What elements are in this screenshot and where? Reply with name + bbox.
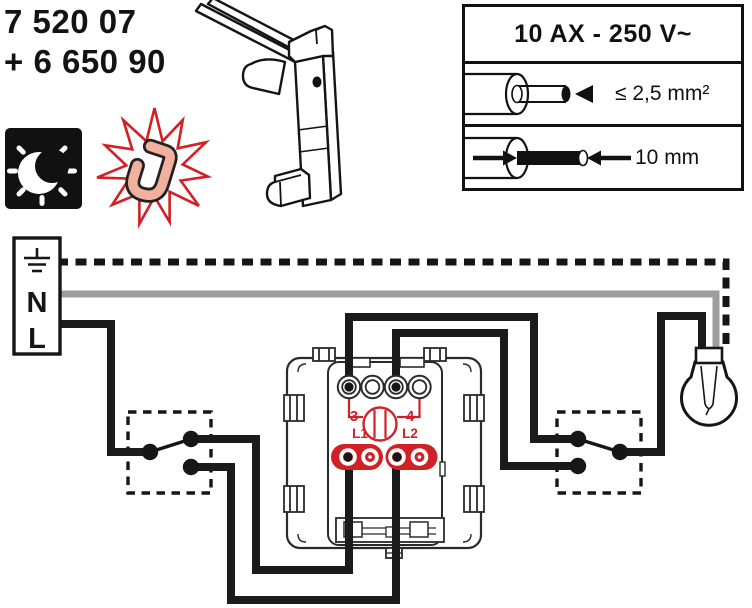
strip-length-label: 10 mm	[635, 145, 700, 169]
bulb-glass	[680, 360, 738, 427]
mechanism-plate	[327, 361, 443, 546]
claw-screw-hole	[312, 76, 322, 88]
switch2-to-lamp-wire	[622, 312, 706, 456]
rating-row: 10 AX - 250 V~	[465, 7, 741, 61]
switch1-common-contact	[141, 443, 159, 461]
live-feed-wire	[57, 320, 148, 456]
rating-label: 10 AX - 250 V~	[514, 19, 692, 48]
terminal-L1-label: L1	[352, 426, 368, 441]
terminal4-to-switch2-wire	[392, 329, 576, 470]
moon-with-rays-icon	[7, 145, 77, 206]
claw-highlight-icon	[96, 107, 213, 229]
wire-in-terminal	[391, 382, 401, 392]
two-way-switch-2	[569, 430, 629, 475]
live-label: L	[28, 323, 46, 355]
bulb-cap	[694, 346, 724, 365]
night-light-icon	[5, 128, 82, 209]
neutral-wire	[57, 290, 720, 352]
terminal3-to-switch2-wire	[345, 313, 576, 443]
wire-in-terminal	[343, 452, 353, 462]
neutral-label: N	[27, 287, 48, 319]
product-code-1: 7 520 07	[4, 3, 137, 40]
switch2-contact-up	[569, 430, 587, 448]
supply-box: N L	[12, 236, 62, 356]
live-wires	[57, 312, 706, 604]
product-code-2: + 6 650 90	[4, 42, 166, 80]
mechanism-terminals: 3 4 L1 L2	[331, 374, 438, 470]
switch1-contact-down	[182, 458, 200, 476]
switch2-common-contact	[611, 443, 629, 461]
switch1-to-L2-wire	[193, 455, 400, 604]
strip-length-icon	[465, 136, 631, 179]
conductor-size-label: ≤ 2,5 mm²	[615, 82, 710, 105]
bulb-filament	[700, 365, 718, 416]
terminal-L2-label: L2	[402, 426, 418, 441]
cable-cross-section-icon	[465, 72, 593, 116]
terminal-4-label: 4	[406, 408, 415, 425]
claw-upper-foot	[241, 58, 287, 96]
earth-wire	[57, 258, 730, 351]
switch2-contact-down	[569, 457, 587, 475]
red-terminal-blocks	[331, 444, 438, 470]
screw-head	[362, 406, 398, 442]
terminal-marking-lines	[347, 399, 421, 419]
wire-in-terminal	[392, 452, 402, 462]
spec-box: 10 AX - 250 V~ ≤ 2,5 mm²	[462, 4, 744, 191]
conductor-size-row: ≤ 2,5 mm²	[465, 61, 741, 124]
arrow-left-icon	[587, 150, 601, 165]
terminal-3-label: 3	[350, 408, 358, 425]
strip-length-row: 10 mm	[465, 124, 741, 188]
mounting-claw-illustration	[194, 0, 343, 208]
two-way-switch-1	[141, 430, 200, 476]
product-codes: 7 520 07 + 6 650 90	[4, 2, 166, 81]
lamp	[680, 346, 738, 427]
earth-symbol-icon	[24, 248, 50, 273]
claw-bottom-foot	[265, 167, 312, 208]
fixing-tabs	[283, 347, 485, 513]
claw-top-flange	[287, 24, 335, 64]
switch-mechanism-frame	[283, 347, 485, 559]
arrow-right-icon	[503, 150, 517, 165]
arrow-left-icon	[575, 85, 593, 103]
switch1-contact-up	[182, 430, 200, 448]
switch1-to-L1-wire	[193, 435, 353, 574]
wire-in-terminal	[344, 382, 354, 392]
